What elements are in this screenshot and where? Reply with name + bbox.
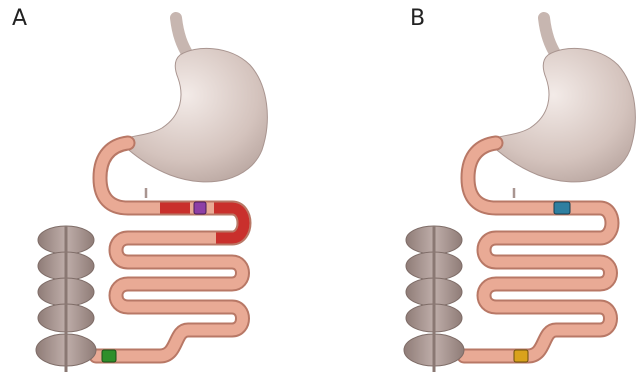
panel-a-diagram [0,0,318,381]
esophagus [544,18,556,55]
blue-band [554,202,570,214]
purple-band [194,202,206,214]
panel-b-diagram [318,0,636,381]
stomach [118,48,267,181]
esophagus [176,18,188,55]
stomach [486,48,635,181]
red-jejunal-bend [214,208,244,238]
green-band [102,350,116,362]
yellow-band [514,350,528,362]
